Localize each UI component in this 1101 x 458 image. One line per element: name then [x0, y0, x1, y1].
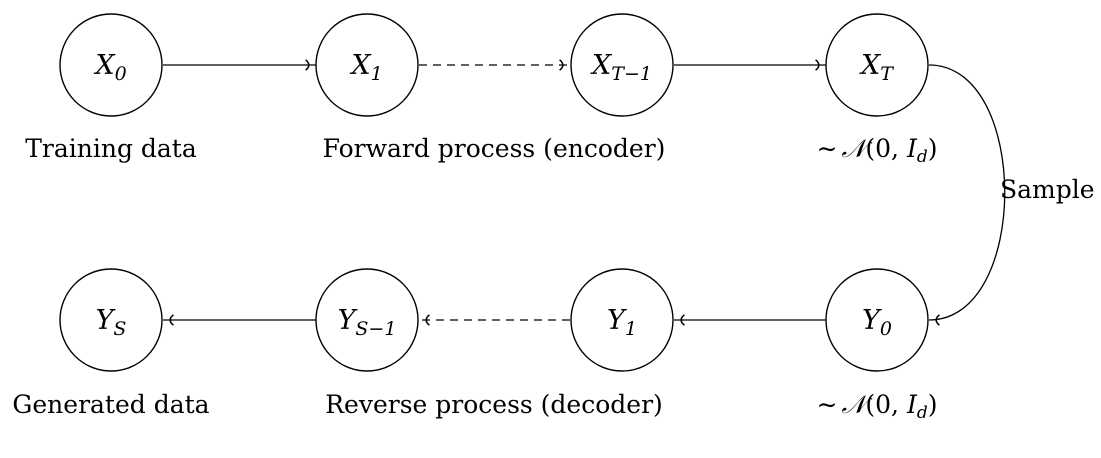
dist-bottom-args-open: (0,	[865, 390, 907, 419]
svg-text:XT−1: XT−1	[590, 50, 652, 85]
label-training-data: Training data	[25, 134, 197, 163]
node-y1: Y1	[570, 268, 674, 372]
node-ys: YS	[59, 268, 163, 372]
node-ysm1-sub: S−1	[355, 318, 396, 340]
label-reverse-process: Reverse process (decoder)	[325, 390, 663, 419]
node-xtm1-base: X	[590, 50, 613, 81]
node-ys-base: Y	[96, 305, 116, 336]
dist-label-top: ∼𝒩(0, Id)	[816, 134, 937, 167]
label-forward-process: Forward process (encoder)	[323, 134, 666, 163]
node-x0-base: X	[93, 50, 116, 81]
node-x1: X1	[315, 13, 419, 117]
dist-top-tilde: ∼	[816, 134, 837, 163]
node-xt: XT	[825, 13, 929, 117]
svg-text:YS−1: YS−1	[338, 305, 397, 340]
svg-text:XT: XT	[859, 50, 894, 85]
node-xt-sub: T	[880, 63, 894, 85]
dist-top-args-open: (0,	[865, 134, 907, 163]
node-x1-sub: 1	[371, 63, 383, 85]
dist-bottom-args-close: )	[928, 390, 938, 419]
edge-xt-y0-sample	[928, 64, 1006, 326]
dist-label-bottom: ∼𝒩(0, Id)	[816, 390, 937, 423]
node-xt-base: X	[859, 50, 882, 81]
dist-top-args-close: )	[928, 134, 938, 163]
node-ysm1-base: Y	[338, 305, 358, 336]
dist-bottom-tilde: ∼	[816, 390, 837, 419]
node-xtm1-sub: T−1	[611, 63, 652, 85]
svg-text:X1: X1	[349, 50, 382, 85]
node-ysm1: YS−1	[315, 268, 419, 372]
svg-text:YS: YS	[96, 305, 127, 340]
label-generated-data: Generated data	[12, 390, 209, 419]
node-y1-base: Y	[607, 305, 627, 336]
node-x1-base: X	[349, 50, 372, 81]
node-y0-sub: 0	[880, 318, 892, 340]
dist-bottom-cov: I	[906, 390, 918, 419]
dist-bottom-cov-sub: d	[917, 403, 928, 423]
node-y1-sub: 1	[625, 318, 637, 340]
node-x0: X0	[59, 13, 163, 117]
svg-text:Y1: Y1	[607, 305, 637, 340]
svg-text:Y0: Y0	[862, 305, 892, 340]
node-y0-base: Y	[862, 305, 882, 336]
label-sample: Sample	[1000, 175, 1095, 204]
dist-top-cov: I	[906, 134, 918, 163]
dist-top-cov-sub: d	[917, 147, 928, 167]
node-x0-sub: 0	[115, 63, 127, 85]
node-xtm1: XT−1	[570, 13, 674, 117]
node-y0: Y0	[825, 268, 929, 372]
node-ys-sub: S	[113, 318, 126, 340]
svg-text:X0: X0	[93, 50, 126, 85]
